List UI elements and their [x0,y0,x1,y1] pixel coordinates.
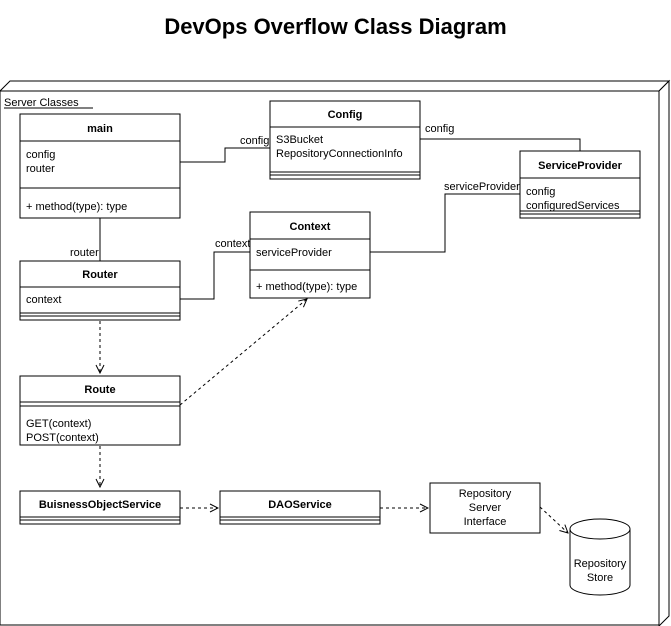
class-main-name: main [87,123,113,135]
class-context-method: + method(type): type [256,281,357,293]
class-service-provider[interactable]: ServiceProvider config configuredService… [519,150,641,219]
edge-label-router-context: context [215,238,250,250]
class-context-attr: serviceProvider [256,247,332,259]
class-router-name: Router [82,269,118,281]
class-main-attr: router [26,163,55,175]
class-bos-name: BuisnessObjectService [39,499,161,511]
class-route[interactable]: Route GET(context) POST(context) [19,375,181,446]
class-business-object-service[interactable]: BuisnessObjectService [19,490,181,525]
class-sp-name: ServiceProvider [538,160,622,172]
class-router[interactable]: Router context [19,260,181,321]
connectors [100,138,581,533]
class-sp-attr: configuredServices [526,200,620,212]
class-context-name: Context [290,221,331,233]
package-label: Server Classes [4,97,79,109]
repo-interface-line: Server [469,502,502,514]
repo-interface-line: Interface [464,516,507,528]
class-dao-name: DAOService [268,499,332,511]
edge-router-context [180,251,250,300]
edge-label-main-router: router [70,247,99,259]
class-context[interactable]: Context serviceProvider + method(type): … [249,211,371,299]
class-route-name: Route [84,384,115,396]
class-router-attr: context [26,294,61,306]
edge-label-context-sp: serviceProvider [444,181,520,193]
diagram-title: DevOps Overflow Class Diagram [164,14,507,39]
repo-interface-line: Repository [459,488,512,500]
edge-context-serviceprovider [370,193,520,253]
class-config-attr: S3Bucket [276,134,323,146]
repository-server-interface[interactable]: Repository Server Interface [429,482,541,534]
edge-label-config-sp: config [425,123,454,135]
class-main-attr: config [26,149,55,161]
repo-store-line: Repository [574,558,627,570]
class-config-attr: RepositoryConnectionInfo [276,148,403,160]
class-config-name: Config [328,109,363,121]
repository-store-cylinder[interactable]: Repository Store [569,518,631,596]
repo-store-line: Store [587,572,613,584]
edge-labels: config config serviceProvider router con… [70,123,520,259]
class-sp-attr: config [526,186,555,198]
edge-label-main-config: config [240,135,269,147]
edge-config-serviceprovider [420,138,581,151]
class-dao-service[interactable]: DAOService [219,490,381,525]
dep-repository-store [539,506,568,533]
edge-main-config [180,147,270,163]
class-main-method: + method(type): type [26,201,127,213]
class-config[interactable]: Config S3Bucket RepositoryConnectionInfo [269,100,421,180]
class-main[interactable]: main config router + method(type): type [19,113,181,219]
class-route-method: POST(context) [26,432,99,444]
class-route-method: GET(context) [26,418,91,430]
